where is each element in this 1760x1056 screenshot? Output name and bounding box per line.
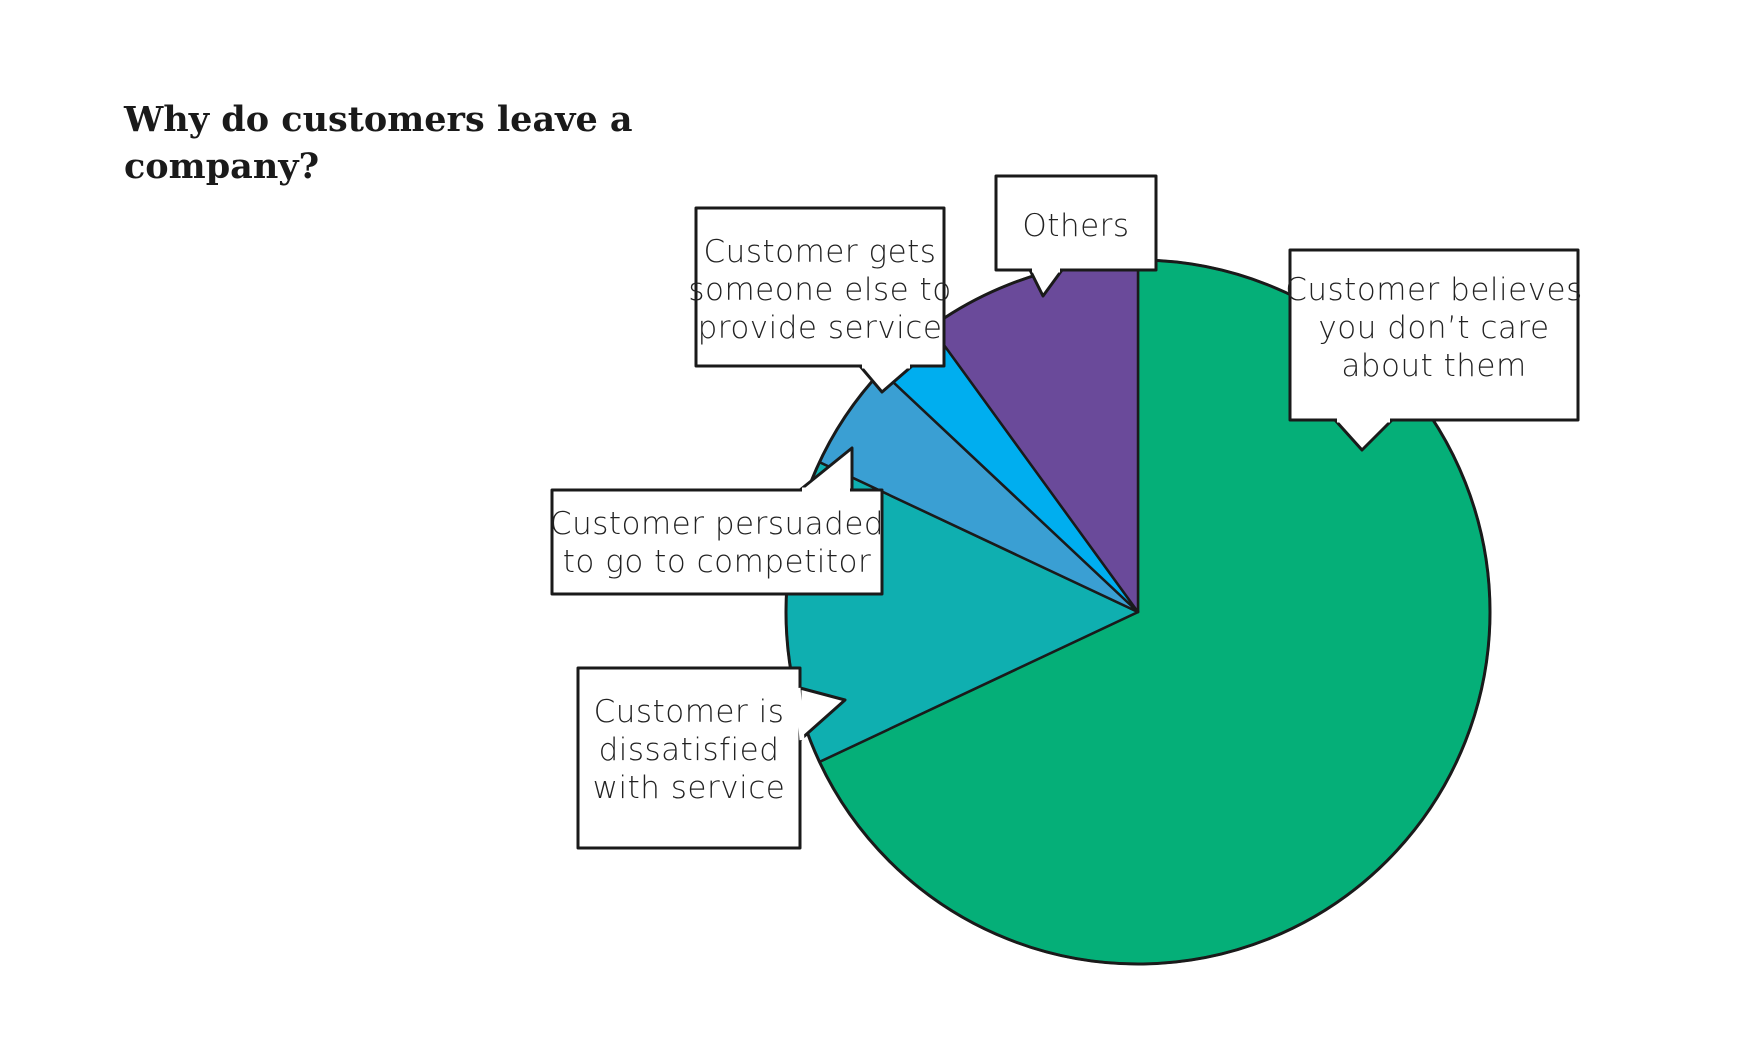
callout-box-1 [1288,248,1580,422]
callout-box-3 [550,488,884,596]
callout-box-5 [994,174,1158,272]
callout-label-1-line-3: about them [1341,348,1526,384]
chart-title: Why do customers leave a company? [124,99,633,187]
callout-label-4-line-1: Customer gets [704,234,937,270]
pie-slices [784,258,1492,966]
callout-label-5-line-1: Others [1022,208,1129,244]
callout-label-3-line-2: to go to competitor [563,544,871,580]
callout-label-2-line-2: dissatisfied [599,732,780,768]
callout-label-1-line-1: Customer believes [1285,272,1583,308]
callout-seam-2 [795,687,805,741]
callout-label-3-line-1: Customer persuaded [550,506,884,542]
callout-5: Others [994,174,1158,298]
callout-label-4-line-3: provide service [698,310,943,346]
callout-label-4-line-2: someone else to [688,272,951,308]
callout-label-2-line-3: with service [593,770,786,806]
callout-label-1-line-2: you don’t care [1318,310,1549,346]
callout-box-2 [576,666,802,850]
callout-label-2-line-1: Customer is [594,694,785,730]
callout-box-4 [694,206,946,368]
